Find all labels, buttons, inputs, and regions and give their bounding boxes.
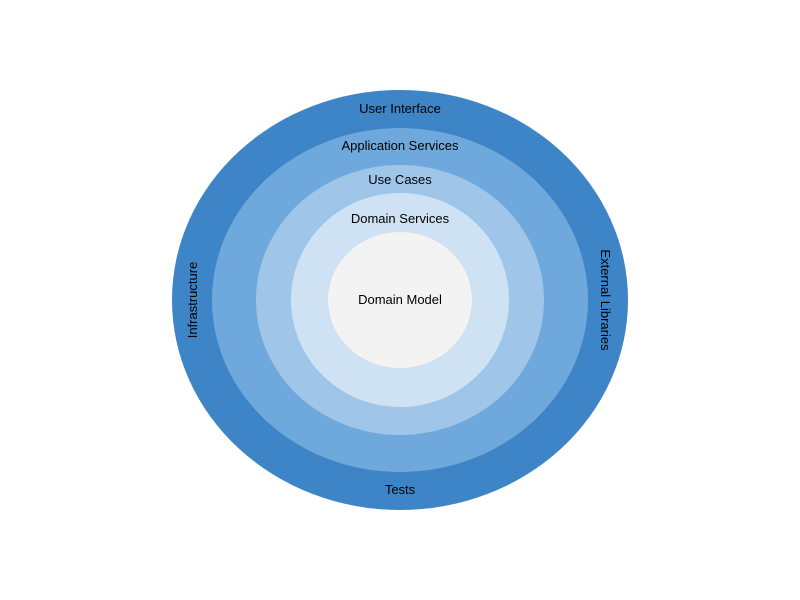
- use-cases-label: Use Cases: [368, 172, 432, 187]
- domain-model-label: Domain Model: [358, 292, 442, 307]
- domain-model-core: [328, 232, 472, 368]
- application-services-label: Application Services: [341, 138, 459, 153]
- domain-services-label: Domain Services: [351, 211, 450, 226]
- user-interface-label: User Interface: [359, 101, 441, 116]
- infrastructure-label: Infrastructure: [185, 262, 200, 339]
- external-libraries-label: External Libraries: [598, 249, 613, 351]
- tests-label: Tests: [385, 482, 416, 497]
